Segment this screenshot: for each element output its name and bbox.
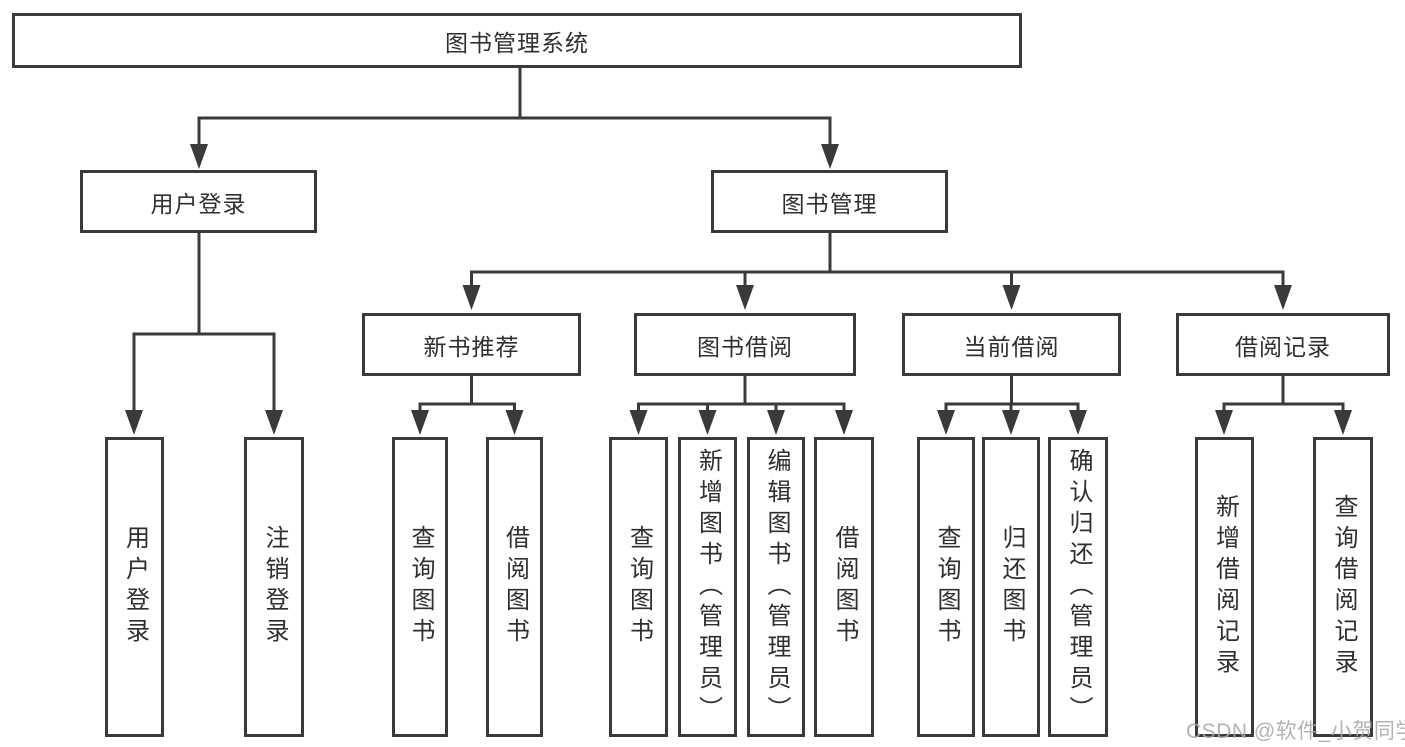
csdn-watermark: CSDN @软件_小贺同学 xyxy=(1186,720,1405,743)
arrow-down-icon xyxy=(1069,410,1087,435)
arrow-down-icon xyxy=(190,144,208,169)
leaf-logout-login: 注销登录 xyxy=(244,437,304,737)
arrow-down-icon xyxy=(125,410,143,435)
arrow-down-icon xyxy=(698,410,717,435)
arrow-down-icon xyxy=(505,410,524,435)
arrow-down-icon xyxy=(411,410,429,435)
leaf-confirm-return-admin: 确认归还（管理员） xyxy=(1048,437,1108,737)
node-root-system: 图书管理系统 xyxy=(12,13,1022,68)
leaf-query-books-current-label: 查询图书 xyxy=(933,525,960,649)
leaf-query-borrow-record: 查询借阅记录 xyxy=(1313,437,1373,737)
arrow-down-icon xyxy=(265,410,283,435)
node-book-management: 图书管理 xyxy=(711,170,948,233)
leaf-borrow-books-label: 借阅图书 xyxy=(831,525,858,649)
arrowheads xyxy=(125,144,1352,435)
node-current-borrow: 当前借阅 xyxy=(902,313,1121,376)
arrow-down-icon xyxy=(821,144,839,169)
arrow-down-icon xyxy=(1334,410,1352,435)
leaf-return-books-label: 归还图书 xyxy=(998,525,1025,649)
leaf-add-books-admin: 新增图书（管理员） xyxy=(678,437,737,737)
leaf-edit-books-admin-label: 编辑图书（管理员） xyxy=(763,447,790,727)
leaf-query-books-borrow-label: 查询图书 xyxy=(625,525,653,649)
arrow-down-icon xyxy=(1215,410,1233,435)
node-new-book-recommend: 新书推荐 xyxy=(362,313,581,376)
leaf-add-borrow-record-label: 新增借阅记录 xyxy=(1211,494,1239,680)
leaf-query-books-current: 查询图书 xyxy=(917,437,975,737)
node-borrow-record: 借阅记录 xyxy=(1176,313,1390,376)
arrow-down-icon xyxy=(835,410,853,435)
leaf-return-books: 归还图书 xyxy=(982,437,1040,737)
node-book-borrow: 图书借阅 xyxy=(634,313,856,376)
leaf-user-login: 用户登录 xyxy=(105,437,164,737)
connector-path xyxy=(132,65,1345,414)
leaf-borrow-books-recommend: 借阅图书 xyxy=(486,437,543,737)
leaf-confirm-return-admin-label: 确认归还（管理员） xyxy=(1065,447,1092,727)
arrow-down-icon xyxy=(629,410,648,435)
leaf-user-login-label: 用户登录 xyxy=(121,525,149,649)
leaf-query-borrow-record-label: 查询借阅记录 xyxy=(1330,494,1357,680)
leaf-logout-login-label: 注销登录 xyxy=(261,525,288,649)
arrow-down-icon xyxy=(1274,285,1292,310)
arrow-down-icon xyxy=(937,410,955,435)
leaf-query-books-recommend: 查询图书 xyxy=(392,437,448,737)
leaf-edit-books-admin: 编辑图书（管理员） xyxy=(747,437,805,737)
arrow-down-icon xyxy=(462,285,481,310)
node-user-login: 用户登录 xyxy=(80,170,317,233)
leaf-add-borrow-record: 新增借阅记录 xyxy=(1195,437,1254,737)
arrow-down-icon xyxy=(1002,410,1020,435)
leaf-borrow-books-recommend-label: 借阅图书 xyxy=(501,525,529,649)
arrow-down-icon xyxy=(736,285,754,310)
leaf-query-books-recommend-label: 查询图书 xyxy=(407,525,434,649)
leaf-borrow-books: 借阅图书 xyxy=(814,437,874,737)
arrow-down-icon xyxy=(1002,285,1021,310)
leaf-add-books-admin-label: 新增图书（管理员） xyxy=(694,447,722,727)
leaf-query-books-borrow: 查询图书 xyxy=(609,437,668,737)
arrow-down-icon xyxy=(767,410,785,435)
